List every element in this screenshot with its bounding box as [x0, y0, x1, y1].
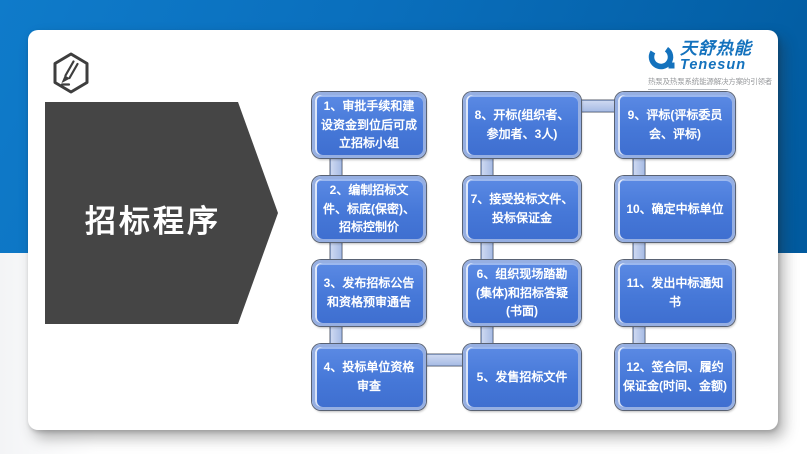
hexagon-pencil-icon [53, 52, 89, 94]
title-arrow-shape [45, 102, 278, 324]
brand-name-en: Tenesun [680, 57, 747, 73]
slide-canvas: 招标程序 天舒热能 Tenesun 热泵及热泵系统能源解决方案的引领者 [28, 30, 778, 430]
flow-step-3: 3、发布招标公告和资格预审通告 [312, 260, 426, 326]
flow-step-2: 2、编制招标文件、标底(保密)、招标控制价 [312, 176, 426, 242]
flow-step-9: 9、评标(评标委员会、评标) [615, 92, 735, 158]
logo-divider [648, 88, 728, 90]
flow-step-10: 10、确定中标单位 [615, 176, 735, 242]
flow-step-5: 5、发售招标文件 [463, 344, 581, 410]
flow-step-7: 7、接受投标文件、投标保证金 [463, 176, 581, 242]
company-logo: 天舒热能 Tenesun 热泵及热泵系统能源解决方案的引领者 [648, 40, 788, 90]
connector-8-9 [577, 100, 619, 112]
brand-name-cn: 天舒热能 [680, 39, 752, 58]
flow-step-8: 8、开标(组织者、参加者、3人) [463, 92, 581, 158]
connector-4-5 [422, 354, 467, 366]
flow-step-6: 6、组织现场踏勘(集体)和招标答疑(书面) [463, 260, 581, 326]
flow-step-1: 1、审批手续和建设资金到位后可成立招标小组 [312, 92, 426, 158]
slide-title: 招标程序 [85, 204, 221, 239]
flow-step-12: 12、签合同、履约保证金(时间、金额) [615, 344, 735, 410]
flow-step-4: 4、投标单位资格审查 [312, 344, 426, 410]
brand-tagline: 热泵及热泵系统能源解决方案的引领者 [648, 76, 773, 86]
flow-step-11: 11、发出中标通知书 [615, 260, 735, 326]
tenesun-logo-icon [648, 44, 675, 70]
